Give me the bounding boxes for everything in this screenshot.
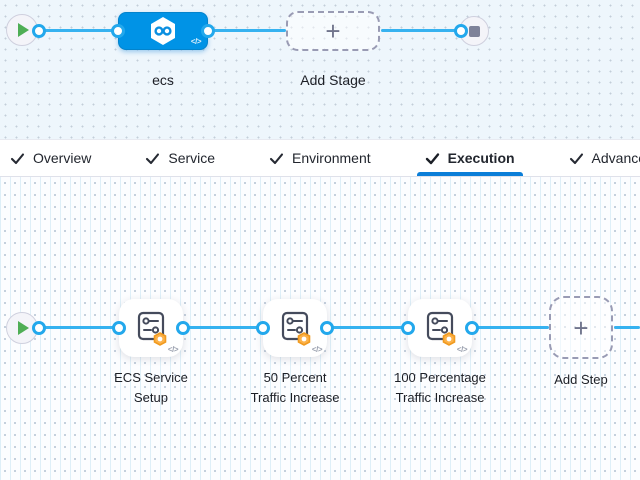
connector-port[interactable] <box>320 321 334 335</box>
add-stage-button[interactable]: + <box>286 11 380 51</box>
step-node-ecs-service-setup[interactable]: </> <box>119 299 183 357</box>
connector-port[interactable] <box>256 321 270 335</box>
check-icon <box>146 152 160 164</box>
tab-environment[interactable]: Environment <box>269 140 371 176</box>
add-step-label: Add Step <box>554 372 608 387</box>
tab-execution[interactable]: Execution <box>416 140 523 176</box>
check-icon <box>269 152 284 164</box>
step-label: ECS Service Setup <box>114 370 188 405</box>
step-node-100-percentage-traffic-increase[interactable]: </> <box>408 299 472 357</box>
tab-label: Environment <box>292 150 371 166</box>
stage-yaml-toggle-icon[interactable]: </> <box>190 37 202 46</box>
connector-port[interactable] <box>112 321 126 335</box>
step-yaml-toggle-icon[interactable]: </> <box>456 345 468 354</box>
step-sliders-icon <box>281 311 311 346</box>
connector-line <box>40 326 119 329</box>
connector-line <box>328 326 408 329</box>
step-yaml-toggle-icon[interactable]: </> <box>167 345 179 354</box>
step-sliders-icon <box>426 311 456 346</box>
connector-port[interactable] <box>176 321 190 335</box>
stage-config-tabbar: Overview Service Environment Execution A… <box>0 139 640 177</box>
connector-port[interactable] <box>32 24 46 38</box>
stage-pipeline-canvas[interactable]: </> ecs + Add Stage <box>0 0 640 139</box>
connector-line <box>614 326 640 329</box>
plus-icon: + <box>573 312 589 343</box>
connector-port[interactable] <box>111 24 125 38</box>
connector-line <box>381 29 461 32</box>
stage-node-ecs[interactable]: </> <box>118 12 208 50</box>
step-sliders-icon <box>137 311 167 346</box>
tab-label: Execution <box>447 150 515 166</box>
step-label: 100 Percentage Traffic Increase <box>394 370 486 405</box>
tab-label: Advanced <box>591 150 640 166</box>
connector-line <box>209 29 286 32</box>
connector-port[interactable] <box>454 24 468 38</box>
tab-overview[interactable]: Overview <box>10 140 91 176</box>
pipeline-end-node <box>459 16 489 46</box>
tab-service[interactable]: Service <box>145 140 215 176</box>
play-icon <box>18 23 29 37</box>
check-icon <box>569 152 583 164</box>
connector-port[interactable] <box>32 321 46 335</box>
add-stage-label: Add Stage <box>300 72 366 88</box>
tab-label: Service <box>168 150 216 166</box>
add-step-button[interactable]: + <box>549 296 613 359</box>
stop-icon <box>468 25 480 37</box>
connector-line <box>473 326 549 329</box>
step-yaml-toggle-icon[interactable]: </> <box>311 345 323 354</box>
stage-name-label: ecs <box>152 72 174 88</box>
tab-label: Overview <box>33 150 92 166</box>
tab-advanced[interactable]: Advanced <box>569 140 640 176</box>
step-node-50-percent-traffic-increase[interactable]: </> <box>263 299 327 357</box>
connector-port[interactable] <box>465 321 479 335</box>
check-icon <box>425 152 439 164</box>
play-icon <box>18 321 29 335</box>
connector-line <box>184 326 263 329</box>
cd-hexagon-icon <box>151 17 175 45</box>
connector-line <box>40 29 120 32</box>
connector-port[interactable] <box>201 24 215 38</box>
execution-steps-canvas[interactable]: </> ECS Service Setup </> 50 Percent Tra… <box>0 177 640 480</box>
plus-icon: + <box>325 16 341 46</box>
check-icon <box>10 152 25 164</box>
step-label: 50 Percent Traffic Increase <box>250 370 340 405</box>
connector-port[interactable] <box>401 321 415 335</box>
